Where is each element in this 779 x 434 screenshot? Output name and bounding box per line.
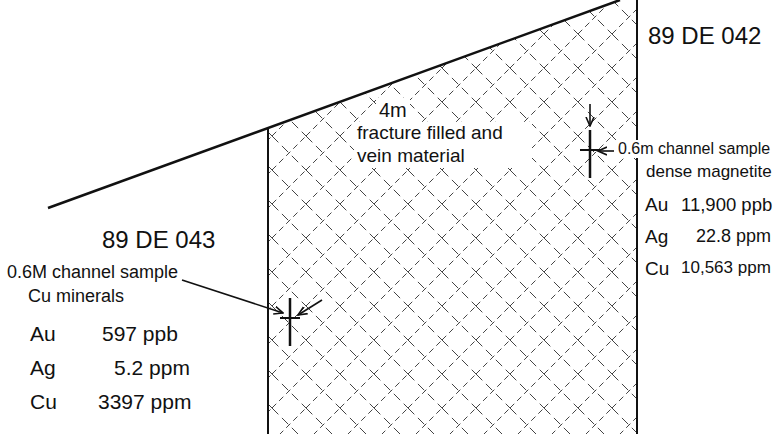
element-symbol: Au	[643, 194, 670, 216]
channel-sample-mark	[289, 298, 292, 346]
leader-arrow	[589, 104, 591, 126]
element-symbol: Cu	[28, 390, 59, 414]
zone-boundary	[267, 128, 269, 434]
width-dimension: 4m	[376, 98, 410, 122]
channel-sample-mark	[280, 317, 300, 319]
element-symbol: Ag	[643, 226, 670, 248]
leader-arrow	[298, 300, 322, 315]
assay-value: 22.8 ppm	[694, 226, 773, 247]
assay-value: 597 ppb	[100, 322, 180, 346]
assay-value: 3397 ppm	[96, 390, 193, 414]
assay-value: 11,900 ppb	[679, 194, 774, 215]
vein-hatching	[268, 0, 637, 434]
element-symbol: Au	[28, 322, 58, 346]
zone-boundary	[636, 0, 638, 434]
zone-description: fracture filled and vein material	[354, 122, 532, 168]
hill-slope	[48, 0, 620, 208]
sample-id: 89 DE 042	[646, 22, 763, 50]
vein-zone: 4mfracture filled and vein material	[268, 0, 637, 434]
channel-sample-mark	[580, 149, 600, 151]
channel-sample-mark	[589, 130, 592, 178]
leader-arrow	[182, 280, 283, 313]
leader-arrow	[598, 150, 614, 152]
element-symbol: Ag	[28, 356, 58, 380]
sample-note: 0.6m channel sample	[616, 140, 772, 158]
assay-value: 5.2 ppm	[112, 356, 192, 380]
assay-value: 10,563 ppm	[679, 258, 773, 278]
sample-note: Cu minerals	[26, 286, 126, 307]
sample-id: 89 DE 043	[100, 226, 217, 254]
sample-note: dense magnetite	[644, 162, 774, 182]
sample-note: 0.6M channel sample	[5, 262, 180, 283]
element-symbol: Cu	[643, 258, 671, 280]
